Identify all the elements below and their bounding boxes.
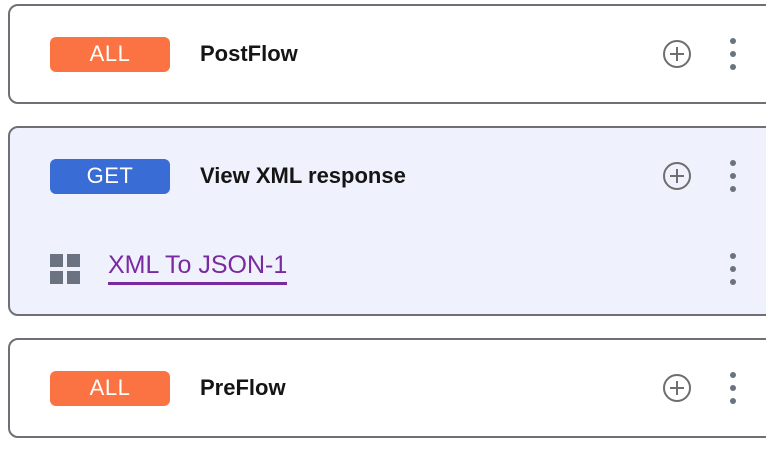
row-actions — [662, 6, 766, 102]
flow-card-postflow[interactable]: ALL PostFlow — [8, 4, 766, 104]
flow-title: PreFlow — [200, 375, 286, 400]
kebab-dot — [730, 253, 736, 259]
flow-header-row[interactable]: GET View XML response — [10, 128, 766, 224]
kebab-menu-icon[interactable] — [718, 371, 748, 405]
kebab-dot — [730, 160, 736, 166]
kebab-dot — [730, 64, 736, 70]
flow-card-preflow[interactable]: ALL PreFlow — [8, 338, 766, 438]
kebab-menu-icon[interactable] — [718, 252, 748, 286]
plus-circle-icon[interactable] — [662, 39, 692, 69]
kebab-dot — [730, 51, 736, 57]
grid-cell — [50, 271, 63, 284]
kebab-dot — [730, 279, 736, 285]
kebab-dot — [730, 372, 736, 378]
grid-cell — [67, 254, 80, 267]
kebab-menu-icon[interactable] — [718, 159, 748, 193]
method-badge: ALL — [50, 36, 170, 72]
policy-grid-icon — [50, 254, 80, 284]
method-badge: ALL — [50, 370, 170, 406]
plus-circle-icon[interactable] — [662, 161, 692, 191]
flow-header-row[interactable]: ALL PreFlow — [10, 340, 766, 436]
kebab-dot — [730, 385, 736, 391]
kebab-dot — [730, 266, 736, 272]
row-actions — [662, 340, 766, 436]
policy-row-actions — [718, 224, 766, 314]
kebab-dot — [730, 398, 736, 404]
policy-link[interactable]: XML To JSON-1 — [108, 253, 288, 285]
flow-title: View XML response — [200, 163, 406, 188]
grid-cell — [50, 254, 63, 267]
flow-title: PostFlow — [200, 41, 298, 66]
grid-cell — [67, 271, 80, 284]
kebab-dot — [730, 186, 736, 192]
plus-circle-icon[interactable] — [662, 373, 692, 403]
kebab-dot — [730, 38, 736, 44]
row-actions — [662, 128, 766, 224]
policy-row[interactable]: XML To JSON-1 — [10, 224, 766, 314]
method-badge: GET — [50, 158, 170, 194]
flow-header-row[interactable]: ALL PostFlow — [10, 6, 766, 102]
kebab-menu-icon[interactable] — [718, 37, 748, 71]
kebab-dot — [730, 173, 736, 179]
